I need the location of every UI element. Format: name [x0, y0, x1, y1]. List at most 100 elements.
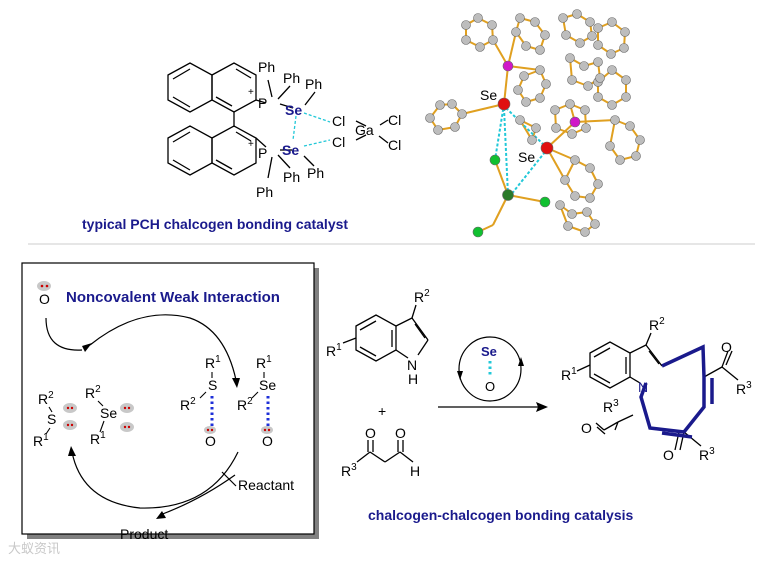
- crystal-h-atom: [593, 57, 603, 67]
- crystal-h-atom: [541, 79, 551, 89]
- r2-label: R2: [237, 396, 253, 413]
- crystal-h-atom: [447, 99, 457, 109]
- r1-label: R1: [90, 430, 106, 447]
- crystal-h-atom: [570, 191, 580, 201]
- crystal-structure: Se Se: [425, 9, 645, 238]
- product-r1: R1: [561, 366, 577, 383]
- crystal-h-atom: [585, 17, 595, 27]
- crystal-h-atom: [607, 65, 617, 75]
- crystal-h-atom: [570, 155, 580, 165]
- crystal-bond: [574, 119, 616, 123]
- crystal-h-atom: [487, 20, 497, 30]
- crystal-cl-atom: [489, 154, 501, 166]
- mechanism-title: Noncovalent Weak Interaction: [66, 289, 280, 306]
- selenium-label: Se: [282, 142, 299, 158]
- crystal-h-atom: [619, 43, 629, 53]
- chlorine-label: Cl: [388, 112, 401, 128]
- r3-label: R3: [341, 462, 357, 479]
- crystal-h-atom: [567, 209, 577, 219]
- crystal-p-atom: [502, 60, 514, 72]
- crystal-h-atom: [535, 45, 545, 55]
- crystal-h-atom: [560, 175, 570, 185]
- crystal-h-atom: [621, 92, 631, 102]
- crystal-bond: [546, 121, 576, 149]
- crystal-h-atom: [579, 61, 589, 71]
- crystal-h-atom: [610, 115, 620, 125]
- crystal-h-atom: [450, 122, 460, 132]
- crystal-bond: [507, 194, 546, 203]
- reaction-caption: chalcogen-chalcogen bonding catalysis: [368, 507, 633, 523]
- chlorine-label: Cl: [332, 134, 345, 150]
- crystal-h-atom: [457, 109, 467, 119]
- product-o: O: [721, 339, 732, 355]
- crystal-h-atom: [521, 97, 531, 107]
- product-r3: R3: [736, 380, 752, 397]
- plus-charge: +: [248, 139, 254, 150]
- r2-label: R2: [38, 390, 54, 407]
- crystal-h-atom: [561, 30, 571, 40]
- crystal-h-atom: [535, 65, 545, 75]
- crystal-h-atom: [587, 31, 597, 41]
- oxygen-label: O: [39, 291, 50, 307]
- crystal-h-atom: [620, 27, 630, 37]
- ph-label: Ph: [256, 184, 273, 200]
- mechanism-panel: O Noncovalent Weak Interaction R2 S R1 R…: [21, 262, 319, 542]
- crystal-bond: [494, 159, 509, 196]
- crystal-h-atom: [565, 99, 575, 109]
- indole-n: N: [407, 357, 417, 373]
- crystal-h-atom: [567, 75, 577, 85]
- product-label: Product: [120, 526, 168, 542]
- cycle-arc-bottom: [71, 451, 239, 509]
- crystal-h-atom: [558, 13, 568, 23]
- crystal-h-atom: [519, 71, 529, 81]
- crystal-bond: [507, 65, 541, 71]
- ph-label: Ph: [283, 70, 300, 86]
- selenium-label: Se: [259, 377, 276, 393]
- phosphorus-label: P: [258, 145, 267, 161]
- crystal-h-atom: [572, 9, 582, 19]
- reactant-arrow: [221, 471, 237, 487]
- crystal-se-label: Se: [518, 149, 535, 165]
- panel-frame: [21, 262, 315, 535]
- crystal-h-atom: [461, 35, 471, 45]
- crystal-h-atom: [595, 73, 605, 83]
- crystal-h-atom: [527, 135, 537, 145]
- r1-label: R1: [205, 354, 221, 371]
- crystal-h-atom: [581, 123, 591, 133]
- indole-structure: [342, 304, 429, 362]
- crystal-h-atom: [531, 123, 541, 133]
- product-r3: R3: [603, 398, 619, 415]
- arrow-head: [82, 343, 92, 352]
- r1-label: R1: [256, 354, 272, 371]
- crystal-ga-atom: [502, 189, 514, 201]
- product-o: O: [663, 447, 674, 463]
- product-r2: R2: [649, 316, 665, 333]
- crystal-h-atom: [540, 30, 550, 40]
- crystal-h-atom: [551, 123, 561, 133]
- crystal-h-atom: [625, 121, 635, 131]
- bonding-dots: [210, 396, 270, 430]
- cycle-arc-top: [89, 314, 237, 381]
- crystal-se-atom: [497, 97, 511, 111]
- crystal-h-atom: [585, 193, 595, 203]
- crystal-h-atom: [583, 81, 593, 91]
- upper-naphthalene-ring-a: [167, 62, 213, 113]
- pch-catalyst-labels: Ph Ph Ph + P Se Cl Ga Cl Cl Cl + P Se Ph…: [248, 59, 401, 200]
- crystal-h-atom: [535, 93, 545, 103]
- crystal-bond: [503, 65, 509, 105]
- indole-r2: R2: [414, 288, 430, 305]
- r2-label: R2: [180, 396, 196, 413]
- watermark: 大蚁资讯: [8, 541, 60, 556]
- chlorine-label: Cl: [388, 137, 401, 153]
- catalyst-se: Se: [481, 344, 497, 359]
- selenium-label: Se: [100, 405, 117, 421]
- r2-label: R2: [85, 384, 101, 401]
- entry-arrow: [45, 317, 83, 351]
- crystal-h-atom: [513, 85, 523, 95]
- ph-label: Ph: [305, 76, 322, 92]
- indole-h: H: [408, 371, 418, 387]
- crystal-h-atom: [575, 38, 585, 48]
- ph-label: Ph: [307, 165, 324, 181]
- crystal-se-label: Se: [480, 87, 497, 103]
- crystal-h-atom: [461, 20, 471, 30]
